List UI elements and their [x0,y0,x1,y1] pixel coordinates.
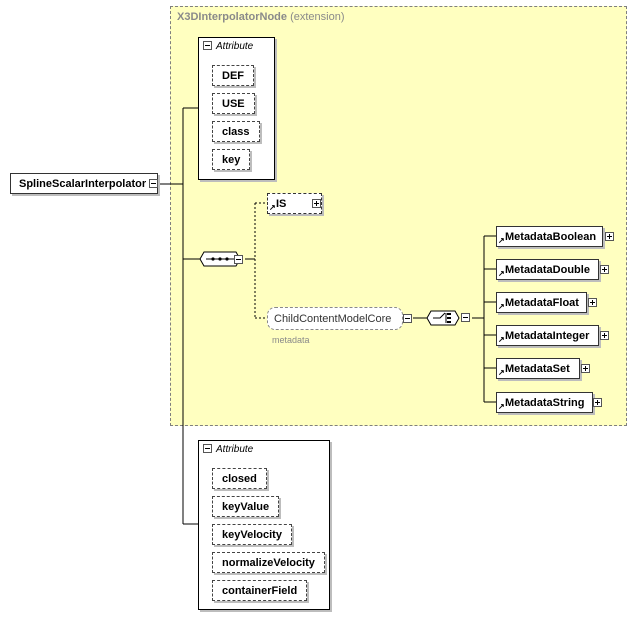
group-childcontentmodelcore-label: ChildContentModelCore [274,313,392,325]
own-attribute-group-header[interactable]: Attribute [203,444,253,455]
element-metadatastring[interactable]: ↗ MetadataString [496,392,602,413]
element-metadatafloat[interactable]: ↗ MetadataFloat [496,292,597,313]
collapse-icon [203,444,212,453]
base-attribute-group-header[interactable]: Attribute [203,41,253,52]
extension-name: X3DInterpolatorNode [177,11,288,23]
base-attribute-group: Attribute DEF USE class key [198,37,275,180]
choice-compositor-icon [426,310,460,326]
own-attribute-group: Attribute closed keyValue keyVelocity no… [198,440,330,610]
element-is[interactable]: IS ↗ [267,193,322,214]
extension-kind: (extension) [290,11,345,23]
reference-arrow-icon: ↗ [498,335,505,344]
attribute-class[interactable]: class [212,121,260,142]
expand-metadataset-toggle[interactable] [581,364,590,373]
attribute-closed[interactable]: closed [212,468,267,489]
reference-arrow-icon: ↗ [498,402,505,411]
element-metadatainteger-label: MetadataInteger [505,330,590,342]
element-is-label: IS [276,198,287,210]
element-metadataset[interactable]: ↗ MetadataSet [496,358,590,379]
attribute-keyvelocity[interactable]: keyVelocity [212,524,292,545]
element-metadatastring-label: MetadataString [505,397,585,409]
own-attribute-group-label: Attribute [216,444,254,455]
extension-title: X3DInterpolatorNode (extension) [177,11,345,23]
group-childcontentmodelcore[interactable]: ChildContentModelCore [267,307,412,330]
childcontentmodelcore-collapse-toggle[interactable] [403,314,412,323]
element-metadatafloat-label: MetadataFloat [505,297,579,309]
attribute-key[interactable]: key [212,149,251,170]
collapse-icon [203,41,212,50]
group-note-metadata: metadata [272,335,310,345]
root-element-splinescalarinterpolator[interactable]: SplineScalarInterpolator [10,173,158,194]
attribute-normalizevelocity[interactable]: normalizeVelocity [212,552,325,573]
reference-arrow-icon: ↗ [498,236,505,245]
sequence-compositor-icon [199,251,241,267]
attribute-use[interactable]: USE [212,93,255,114]
element-metadataset-label: MetadataSet [505,363,570,375]
root-collapse-toggle[interactable] [149,179,158,188]
expand-is-toggle[interactable] [312,199,321,208]
attribute-def[interactable]: DEF [212,65,254,86]
expand-metadatafloat-toggle[interactable] [588,298,597,307]
reference-arrow-icon: ↗ [498,368,505,377]
reference-arrow-icon: ↗ [498,269,505,278]
reference-arrow-icon: ↗ [498,302,505,311]
attribute-keyvalue[interactable]: keyValue [212,496,280,517]
attribute-containerfield[interactable]: containerField [212,580,308,601]
choice-collapse-toggle[interactable] [461,313,470,322]
element-metadataboolean[interactable]: ↗ MetadataBoolean [496,226,614,247]
expand-metadatainteger-toggle[interactable] [600,331,609,340]
element-metadatainteger[interactable]: ↗ MetadataInteger [496,325,609,346]
element-metadatadouble-label: MetadataDouble [505,264,590,276]
sequence-collapse-toggle[interactable] [234,255,243,264]
element-metadatadouble[interactable]: ↗ MetadataDouble [496,259,609,280]
element-metadataboolean-label: MetadataBoolean [505,231,597,243]
reference-arrow-icon: ↗ [269,203,276,212]
expand-metadataboolean-toggle[interactable] [605,232,614,241]
root-element-label: SplineScalarInterpolator [19,178,147,190]
expand-metadatastring-toggle[interactable] [593,398,602,407]
expand-metadatadouble-toggle[interactable] [600,265,609,274]
base-attribute-group-label: Attribute [216,41,254,52]
